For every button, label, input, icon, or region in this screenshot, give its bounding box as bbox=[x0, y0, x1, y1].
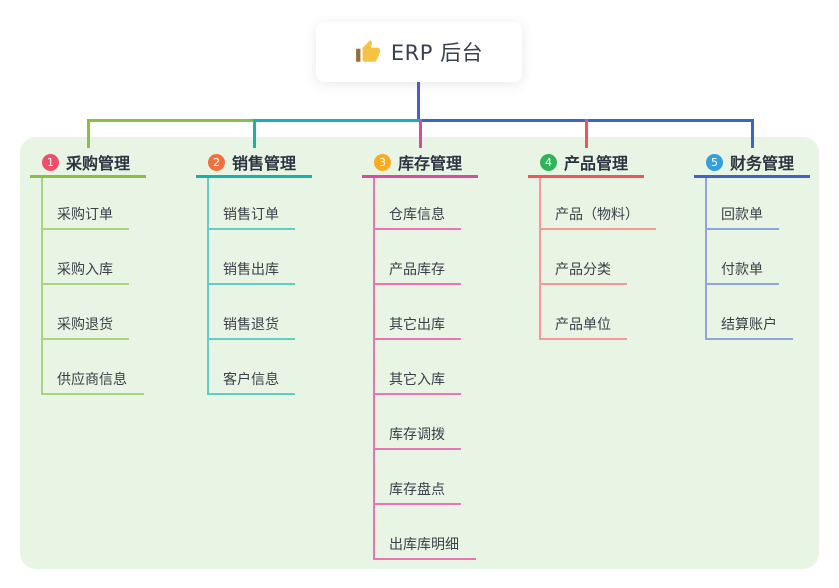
child-node[interactable]: 产品单位 bbox=[555, 317, 611, 333]
child-node[interactable]: 库存调拨 bbox=[389, 427, 445, 443]
child-underline bbox=[41, 228, 129, 230]
child-node[interactable]: 库存盘点 bbox=[389, 482, 445, 498]
branch-number-badge: 4 bbox=[540, 153, 557, 171]
child-underline bbox=[41, 338, 129, 340]
child-underline bbox=[373, 393, 461, 395]
branch-spine-line bbox=[705, 178, 707, 340]
root-node[interactable]: ERP 后台 bbox=[316, 22, 522, 82]
branch-underline bbox=[362, 175, 478, 178]
child-node[interactable]: 仓库信息 bbox=[389, 207, 445, 223]
branch-drop-line bbox=[751, 119, 754, 148]
child-underline bbox=[705, 283, 779, 285]
child-node[interactable]: 产品分类 bbox=[555, 262, 611, 278]
branch-underline bbox=[30, 175, 146, 178]
child-node[interactable]: 采购订单 bbox=[57, 207, 113, 223]
thumbs-up-icon bbox=[355, 40, 380, 62]
branches-panel bbox=[20, 137, 819, 569]
branch-title: 采购管理 bbox=[66, 154, 131, 173]
branch-spine-line bbox=[539, 178, 541, 340]
child-underline bbox=[41, 283, 129, 285]
branch-title: 财务管理 bbox=[730, 154, 795, 173]
child-underline bbox=[207, 338, 295, 340]
branch-number-badge: 2 bbox=[208, 153, 225, 171]
branch-drop-line bbox=[253, 119, 256, 148]
branch-node-3[interactable]: 3 库存管理 bbox=[374, 149, 462, 175]
child-underline bbox=[207, 393, 295, 395]
child-underline bbox=[373, 338, 461, 340]
branch-drop-line bbox=[585, 119, 588, 148]
branch-underline bbox=[528, 175, 644, 178]
branch-spine-line bbox=[207, 178, 209, 395]
child-node[interactable]: 采购入库 bbox=[57, 262, 113, 278]
child-underline bbox=[539, 338, 627, 340]
child-underline bbox=[41, 393, 144, 395]
child-underline bbox=[373, 503, 461, 505]
child-node[interactable]: 其它入库 bbox=[389, 372, 445, 388]
child-node[interactable]: 出库库明细 bbox=[389, 537, 459, 553]
child-node[interactable]: 销售订单 bbox=[223, 207, 279, 223]
branch-node-1[interactable]: 1 采购管理 bbox=[42, 149, 130, 175]
child-underline bbox=[373, 558, 476, 560]
branch-drop-line bbox=[87, 119, 90, 148]
child-node[interactable]: 回款单 bbox=[721, 207, 763, 223]
child-underline bbox=[373, 448, 461, 450]
child-node[interactable]: 销售退货 bbox=[223, 317, 279, 333]
child-underline bbox=[207, 228, 295, 230]
child-node[interactable]: 结算账户 bbox=[721, 317, 777, 333]
child-node[interactable]: 产品库存 bbox=[389, 262, 445, 278]
root-connector-line bbox=[417, 82, 420, 122]
bus-segment-line bbox=[87, 119, 253, 122]
child-underline bbox=[373, 283, 461, 285]
branch-title: 销售管理 bbox=[232, 154, 297, 173]
child-node[interactable]: 供应商信息 bbox=[57, 372, 127, 388]
child-node[interactable]: 产品（物料） bbox=[555, 207, 639, 223]
branch-drop-line bbox=[419, 119, 422, 148]
branch-underline bbox=[196, 175, 312, 178]
branch-title: 库存管理 bbox=[398, 154, 463, 173]
child-underline bbox=[705, 338, 793, 340]
root-title: ERP 后台 bbox=[390, 41, 484, 65]
child-underline bbox=[539, 228, 656, 230]
branch-number-badge: 5 bbox=[706, 153, 723, 171]
child-underline bbox=[539, 283, 627, 285]
child-underline bbox=[373, 228, 461, 230]
branch-title: 产品管理 bbox=[564, 154, 629, 173]
branch-spine-line bbox=[373, 178, 375, 560]
branch-spine-line bbox=[41, 178, 43, 395]
branch-node-4[interactable]: 4 产品管理 bbox=[540, 149, 628, 175]
child-node[interactable]: 客户信息 bbox=[223, 372, 279, 388]
child-underline bbox=[705, 228, 779, 230]
child-node[interactable]: 采购退货 bbox=[57, 317, 113, 333]
branch-number-badge: 3 bbox=[374, 153, 391, 171]
branch-node-2[interactable]: 2 销售管理 bbox=[208, 149, 296, 175]
child-node[interactable]: 销售出库 bbox=[223, 262, 279, 278]
child-node[interactable]: 其它出库 bbox=[389, 317, 445, 333]
child-node[interactable]: 付款单 bbox=[721, 262, 763, 278]
child-underline bbox=[207, 283, 295, 285]
branch-underline bbox=[694, 175, 810, 178]
branch-number-badge: 1 bbox=[42, 153, 59, 171]
branch-node-5[interactable]: 5 财务管理 bbox=[706, 149, 794, 175]
bus-segment-line bbox=[253, 119, 419, 122]
